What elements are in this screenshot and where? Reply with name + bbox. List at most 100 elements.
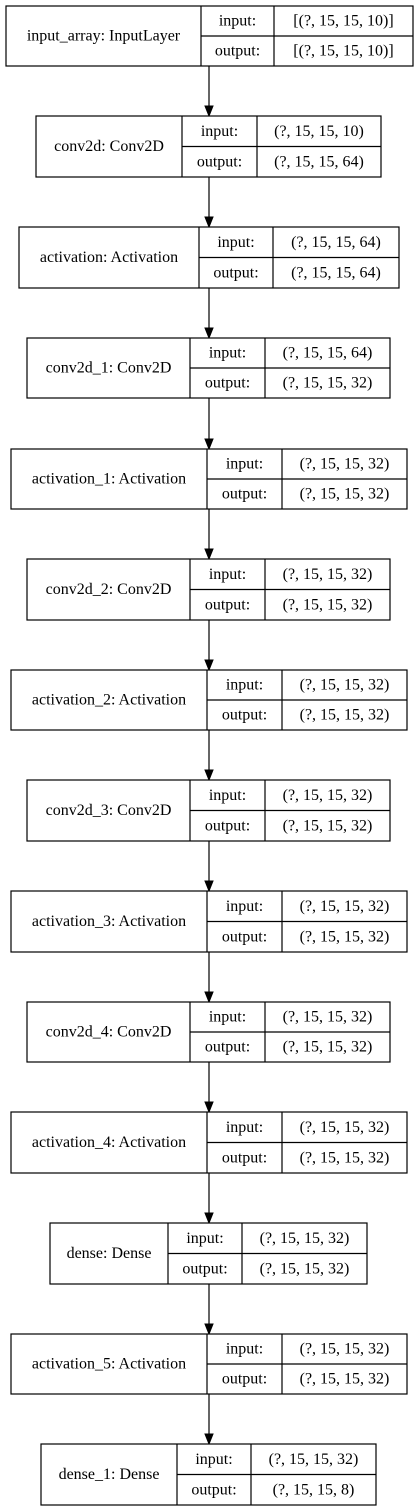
output-port-label: output: xyxy=(215,43,260,60)
output-port-label: output: xyxy=(191,1481,236,1498)
output-shape-value: (?, 15, 15, 32) xyxy=(300,707,390,724)
output-port-label: output: xyxy=(222,707,267,724)
layer-name: conv2d: Conv2D xyxy=(54,138,164,155)
output-shape-value: (?, 15, 15, 32) xyxy=(300,928,390,945)
edge-arrow xyxy=(204,1284,214,1336)
input-port-label: input: xyxy=(226,1119,263,1136)
input-shape-value: (?, 15, 15, 32) xyxy=(283,566,373,583)
input-port-label: input: xyxy=(219,13,256,30)
output-shape-value: (?, 15, 15, 32) xyxy=(260,1260,350,1277)
layer-node: activation_2: Activation input: output: (?,… xyxy=(10,669,408,731)
layer-name: conv2d_2: Conv2D xyxy=(46,581,172,598)
layer-node: activation_1: Activationinput:output:(?,… xyxy=(10,448,408,510)
input-shape-value: (?, 15, 15, 32) xyxy=(300,898,390,915)
output-port-label: output: xyxy=(205,375,250,392)
layer-name: input_array: InputLayer xyxy=(27,28,181,45)
input-port-label: input: xyxy=(226,677,263,694)
input-port-label: input: xyxy=(226,456,263,473)
arrow-head-icon xyxy=(204,1212,214,1225)
layer-node: activation: Activation input: output: (?, 1… xyxy=(18,226,400,289)
output-shape-value: (?, 15, 15, 32) xyxy=(300,486,390,503)
layer-name: dense: Dense xyxy=(67,1245,152,1262)
edge-arrow xyxy=(204,398,214,451)
input-port-label: input: xyxy=(209,566,246,583)
arrow-head-icon xyxy=(204,769,214,782)
edge-arrow xyxy=(204,66,214,118)
output-port-label: output: xyxy=(205,1039,250,1056)
edge-arrow xyxy=(204,177,214,229)
edge-arrow xyxy=(204,841,214,893)
input-port-label: input: xyxy=(209,787,246,804)
input-shape-value: (?, 15, 15, 32) xyxy=(300,1341,390,1358)
output-shape-value: (?, 15, 15, 32) xyxy=(283,1039,373,1056)
layer-node: dense: Dense input: output: (?, 15, 15, 32)… xyxy=(49,1222,368,1285)
output-port-label: output: xyxy=(222,1371,267,1388)
layer-name: conv2d_3: Conv2D xyxy=(46,802,172,819)
arrow-head-icon xyxy=(204,991,214,1004)
layer-node: activation_3: Activation input: output: (?,… xyxy=(10,890,408,953)
layer-name: dense_1: Dense xyxy=(59,1466,160,1483)
output-shape-value: (?, 15, 15, 8) xyxy=(273,1481,355,1498)
input-shape-value: (?, 15, 15, 32) xyxy=(283,1009,373,1026)
edge-arrow xyxy=(204,1173,214,1225)
layer-name: conv2d_1: Conv2D xyxy=(46,360,172,377)
output-shape-value: (?, 15, 15, 32) xyxy=(283,596,373,613)
input-shape-value: (?, 15, 15, 32) xyxy=(269,1451,359,1468)
edge-arrow xyxy=(204,1394,214,1446)
output-port-label: output: xyxy=(205,596,250,613)
output-port-label: output: xyxy=(205,817,250,834)
input-port-label: input: xyxy=(226,1341,263,1358)
layer-name: activation_3: Activation xyxy=(32,913,186,930)
layer-node: conv2d_1: Conv2D input: output: (?, 15, 15,… xyxy=(26,337,391,399)
output-shape-value: (?, 15, 15, 64) xyxy=(291,264,381,281)
output-port-label: output: xyxy=(222,928,267,945)
edge-arrow xyxy=(204,509,214,561)
input-port-label: input: xyxy=(209,1009,246,1026)
arrow-head-icon xyxy=(204,1433,214,1446)
input-port-label: input: xyxy=(217,234,254,251)
output-shape-value: (?, 15, 15, 64) xyxy=(274,153,364,170)
edge-arrow xyxy=(204,730,214,782)
layer-node: conv2d_2: Conv2D input: output: (?, 15, 15,… xyxy=(26,558,391,621)
input-shape-value: [(?, 15, 15, 10)] xyxy=(293,13,393,30)
arrow-head-icon xyxy=(204,438,214,451)
output-shape-value: (?, 15, 15, 32) xyxy=(300,1149,390,1166)
arrow-head-icon xyxy=(204,1101,214,1114)
output-shape-value: (?, 15, 15, 32) xyxy=(283,375,373,392)
output-shape-value: (?, 15, 15, 32) xyxy=(283,817,373,834)
layer-node: input_array: InputLayer input: output: [(?,… xyxy=(5,5,414,67)
arrow-head-icon xyxy=(204,659,214,672)
input-port-label: input: xyxy=(201,123,238,140)
layer-name: activation_2: Activation xyxy=(32,692,186,709)
layer-name: activation: Activation xyxy=(40,249,178,266)
input-shape-value: (?, 15, 15, 32) xyxy=(300,456,390,473)
layer-node: activation_5: Activation input: output: (?,… xyxy=(10,1333,408,1395)
output-port-label: output: xyxy=(182,1260,227,1277)
input-shape-value: (?, 15, 15, 10) xyxy=(274,123,364,140)
edge-arrow xyxy=(204,288,214,340)
layer-name: conv2d_4: Conv2D xyxy=(46,1024,172,1041)
layer-name: activation_5: Activation xyxy=(32,1356,186,1373)
input-port-label: input: xyxy=(209,345,246,362)
layer-name: activation_4: Activation xyxy=(32,1134,186,1151)
layer-node: activation_4: Activationinput:output:(?,… xyxy=(10,1111,408,1174)
layer-name: activation_1: Activation xyxy=(32,471,186,488)
input-shape-value: (?, 15, 15, 64) xyxy=(291,234,381,251)
edge-arrow xyxy=(204,620,214,672)
edge-arrow xyxy=(204,952,214,1004)
edge-arrow xyxy=(204,1062,214,1114)
layer-node: conv2d_4: Conv2D input: output: (?, 15, 15,… xyxy=(26,1001,391,1063)
input-shape-value: (?, 15, 15, 32) xyxy=(300,677,390,694)
input-shape-value: (?, 15, 15, 64) xyxy=(283,345,373,362)
input-port-label: input: xyxy=(186,1230,223,1247)
arrow-head-icon xyxy=(204,216,214,229)
arrow-head-icon xyxy=(204,105,214,118)
output-port-label: output: xyxy=(213,264,258,281)
arrow-head-icon xyxy=(204,548,214,561)
layer-node: conv2d_3: Conv2D input: output: (?, 15, 15,… xyxy=(26,779,391,842)
input-port-label: input: xyxy=(226,898,263,915)
output-shape-value: (?, 15, 15, 32) xyxy=(300,1371,390,1388)
